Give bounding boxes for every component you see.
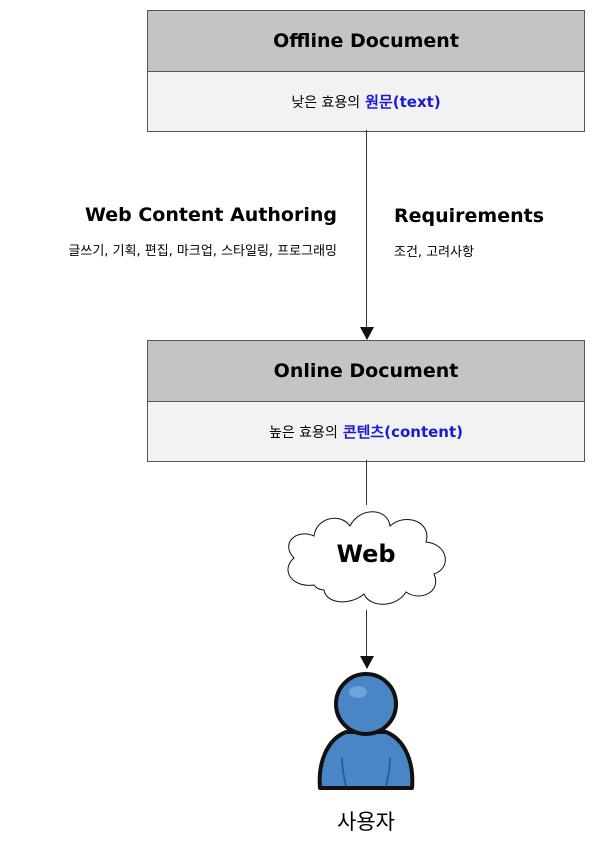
connector-online-to-cloud bbox=[366, 460, 367, 505]
offline-document-description: 낮은 효용의 원문(text) bbox=[148, 72, 584, 131]
arrow-down-icon bbox=[360, 656, 374, 669]
online-document-title: Online Document bbox=[148, 341, 584, 402]
user-icon bbox=[317, 672, 415, 790]
web-content-authoring-title: Web Content Authoring bbox=[84, 204, 337, 226]
requirements-title: Requirements bbox=[394, 205, 545, 227]
cloud-label: Web bbox=[336, 540, 396, 568]
online-document-description: 높은 효용의 콘텐츠(content) bbox=[148, 402, 584, 461]
online-document-box: Online Document 높은 효용의 콘텐츠(content) bbox=[147, 340, 585, 462]
cloud-icon bbox=[287, 511, 446, 605]
connector-cloud-to-user bbox=[366, 610, 367, 657]
requirements-subtitle: 조건, 고려사항 bbox=[394, 245, 475, 260]
offline-document-highlight: 원문(text) bbox=[365, 93, 441, 111]
offline-document-title: Offline Document bbox=[148, 11, 584, 72]
arrow-down-icon bbox=[360, 327, 374, 340]
offline-document-description-text: 낮은 효용의 bbox=[291, 94, 361, 111]
connector-offline-to-online bbox=[366, 130, 367, 328]
online-document-highlight: 콘텐츠(content) bbox=[342, 423, 464, 441]
user-label: 사용자 bbox=[337, 810, 395, 834]
offline-document-box: Offline Document 낮은 효용의 원문(text) bbox=[147, 10, 585, 132]
online-document-description-text: 높은 효용의 bbox=[268, 424, 338, 441]
web-content-authoring-subtitle: 글쓰기, 기획, 편집, 마크업, 스타일링, 프로그래밍 bbox=[68, 244, 337, 259]
